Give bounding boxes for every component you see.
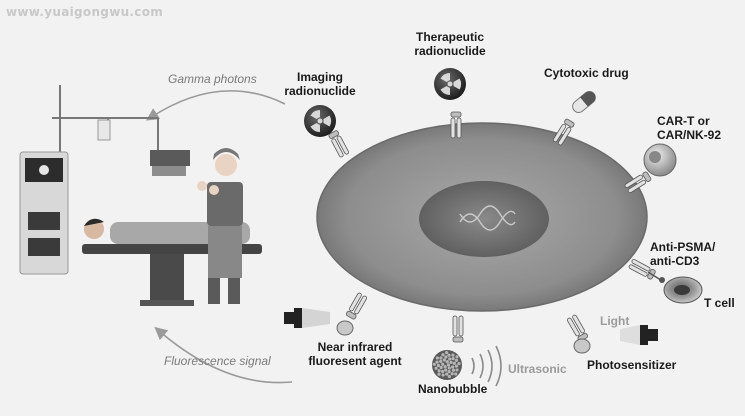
medical-scene: [19, 85, 262, 306]
car-t-cell-icon: [643, 143, 677, 177]
ultrasonic-label: Ultrasonic: [508, 362, 567, 376]
t-cell-label: T cell: [704, 296, 735, 310]
imaging-radionuclide-icon: [304, 105, 336, 137]
nanobubble-icon: [432, 350, 462, 380]
fluorescence-signal-label: Fluorescence signal: [164, 354, 271, 368]
gamma-photons-label: Gamma photons: [168, 72, 257, 86]
capsule-icon: [572, 91, 596, 113]
psma-line-1: Anti-PSMA/: [650, 240, 716, 254]
light-source-icon: [620, 325, 658, 345]
receptor-3: [552, 118, 575, 146]
car-t-label: CAR-T or CAR/NK-92: [657, 114, 721, 142]
light-label: Light: [600, 314, 630, 328]
nir-line-2: fluoresent agent: [308, 354, 402, 368]
photosensitizer-icon: [573, 338, 591, 354]
psma-line-2: anti-CD3: [650, 254, 700, 268]
receptor-1: [328, 130, 349, 158]
nir-light-icon: [284, 308, 330, 328]
imaging-line-1: Imaging: [296, 70, 343, 84]
cytotoxic-drug-label: Cytotoxic drug: [544, 66, 629, 80]
receptor-7: [452, 315, 464, 343]
therapeutic-radionuclide-label: Therapeutic radionuclide: [410, 30, 490, 58]
ultrasonic-wave-icon: [471, 345, 502, 387]
nir-line-1: Near infrared: [317, 340, 393, 354]
imaging-line-2: radionuclide: [284, 84, 356, 98]
car-t-line-2: CAR/NK-92: [657, 128, 722, 142]
receptor-5: [628, 259, 656, 280]
receptor-6: [567, 314, 588, 342]
receptor-8: [346, 292, 367, 320]
therapeutic-line-1: Therapeutic: [415, 30, 484, 44]
gamma-arrow: [145, 90, 286, 121]
receptor-group: [328, 111, 656, 343]
nir-agent-label: Near infrared fluoresent agent: [290, 340, 420, 368]
receptor-2: [450, 111, 462, 139]
therapeutic-radionuclide-icon: [434, 68, 466, 100]
photosensitizer-label: Photosensitizer: [587, 358, 677, 372]
fluorescence-arrow: [154, 326, 293, 384]
dna-icon: [459, 205, 516, 231]
imaging-radionuclide-label: Imaging radionuclide: [280, 70, 360, 98]
psma-link: [647, 271, 665, 283]
therapeutic-line-2: radionuclide: [414, 44, 486, 58]
anti-psma-label: Anti-PSMA/ anti-CD3: [650, 240, 715, 268]
t-cell-icon: [663, 276, 703, 304]
nanobubble-label: Nanobubble: [418, 382, 488, 396]
watermark-text: www.yuaigongwu.com: [6, 5, 164, 19]
receptor-4: [624, 171, 652, 194]
nir-agent-icon: [336, 320, 354, 336]
cell-nucleus: [419, 181, 549, 257]
car-t-line-1: CAR-T or: [657, 114, 710, 128]
